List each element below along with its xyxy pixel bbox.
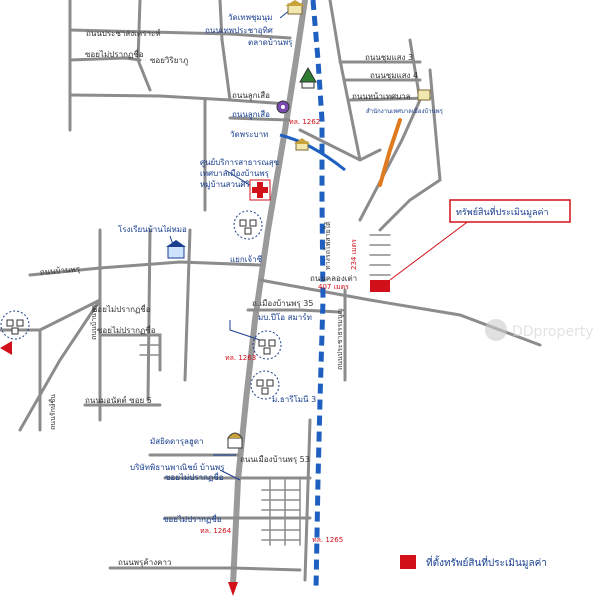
label-luk-suea-2: ถนนลูกเสือ xyxy=(232,110,270,120)
temple-icon xyxy=(276,100,290,114)
place-labels: วัดเทพชุมนุม ถนนเทพประชาอุทิศ ตลาดบ้านพร… xyxy=(118,13,444,472)
label-mon-soi-5: ถนนมอนัตต์ ซอย 5 xyxy=(85,395,152,405)
place-company: บริษัทพิธานพาณิชย์ บ้านพรุ xyxy=(130,462,225,472)
label-muang-53: ถนนเมืองบ้านพรุ 53 xyxy=(240,455,310,464)
road-vertical-mid xyxy=(146,228,152,402)
label-1265: ทล. 1265 xyxy=(312,536,343,544)
road-labels: ถนนประชาสงเคราะห์ ซอยไม่ปรากฏชื่อ ซอยวิร… xyxy=(39,28,418,567)
place-school: โรงเรียนบ้านไผ่หมอ xyxy=(118,224,187,234)
label-soi-top: ซอยไม่ปรากฏชื่อ xyxy=(85,48,144,59)
railway-line xyxy=(310,0,326,591)
market-icon xyxy=(299,66,317,89)
arrow-left-icon xyxy=(0,341,12,355)
houses-icon xyxy=(0,310,30,340)
road-ban-phru xyxy=(28,260,262,277)
temple-icon xyxy=(285,0,305,15)
watermark-text: DDproperty xyxy=(512,324,594,340)
legend-label: ที่ตั้งทรัพย์สินที่ประเมินมูลค่า xyxy=(426,555,547,569)
label-soi-mid: ซอยไม่ปรากฏชื่อ xyxy=(97,324,156,335)
road-muang-35 xyxy=(246,308,342,314)
callout-line xyxy=(389,219,471,281)
road-vertical-3 xyxy=(218,0,232,102)
place-village-suan-sri: หมู่บ้านสวนศิริ xyxy=(200,180,251,190)
label-1262: ทล. 1262 xyxy=(289,118,320,126)
road-left-curve xyxy=(0,298,102,332)
place-wat-thep: วัดเทพชุมนุม xyxy=(228,13,272,22)
mosque-icon xyxy=(227,432,243,449)
label-wiriyaphu: ซอยวิริยาภู xyxy=(150,56,188,66)
place-m-thani: ม.ธารีโมนี 3 xyxy=(272,394,316,404)
label-rak-chuen: ถนนรักษ์ชื่น xyxy=(48,394,57,430)
road-orange xyxy=(378,118,402,187)
road-east-1 xyxy=(328,0,362,162)
place-health-center-2: เทศบาลเมืองบ้านพรุ xyxy=(200,169,270,178)
temple-icon xyxy=(294,138,310,151)
label-soi-mid2: ซอยไม่ปรากฏชื่อ xyxy=(92,303,151,314)
callout-box xyxy=(449,199,571,223)
arrow-down-icon xyxy=(228,582,238,596)
place-masjid: มัสยิดดารุลฮูดา xyxy=(150,437,204,447)
road-diagonal-left xyxy=(18,298,102,432)
label-234: 234 เมตร xyxy=(350,239,358,270)
main-road-kanchanawanit xyxy=(230,0,308,588)
place-health-center: ศูนย์บริการสาธารณสุข xyxy=(200,157,279,168)
label-khlong-tao: ถนนคลองเต่า xyxy=(310,274,357,283)
road-east-3 xyxy=(378,68,442,232)
label-soi-low: ซอยไม่ปรากฏชื่อ xyxy=(165,471,224,482)
road-east-2 xyxy=(358,38,422,222)
property-marker xyxy=(370,280,390,292)
place-office: สำนักงานเทศบาลเมืองบ้านพรุ xyxy=(366,107,444,115)
road-upper-luk-suea xyxy=(228,116,291,122)
road-vertical-left xyxy=(183,228,192,382)
road-luk-suea xyxy=(68,93,290,106)
curved-road-blue xyxy=(279,133,346,172)
label-chumsaeng-4: ถนนชุมแสง 4 xyxy=(370,71,418,80)
legend: ที่ตั้งทรัพย์สินที่ประเมินมูลค่า xyxy=(400,555,547,569)
road-network xyxy=(0,0,542,588)
label-ban-phru-vertical: ถนนบ้านพรุ xyxy=(90,304,98,340)
houses-icon xyxy=(252,330,282,360)
label-phru-khang-khao: ถนนพรุค้างคาว xyxy=(118,558,171,567)
school-icon xyxy=(166,240,186,259)
watermark: DDproperty xyxy=(485,319,594,341)
hospital-cross-icon xyxy=(249,179,271,201)
place-hua-chua: แยกเจ้าชี xyxy=(230,255,263,264)
label-soi-low2: ซอยไม่ปรากฏชื่อ xyxy=(163,513,222,524)
road-vertical-2 xyxy=(136,0,152,92)
label-rail: ทางรถไฟสายใต้ xyxy=(323,221,332,270)
road-soi-top xyxy=(68,56,142,62)
road-na-thetsaban xyxy=(348,96,432,102)
label-muang-35: ถ.เมืองบ้านพรุ 35 xyxy=(252,299,313,308)
road-soi-mid xyxy=(98,333,162,372)
legend-swatch xyxy=(400,555,416,569)
callout-label: ทรัพย์สินที่ประเมินมูลค่า xyxy=(456,205,549,218)
place-ban-phru-4: มบ.ปีโอ สมาร์ท xyxy=(258,312,312,322)
road-phru-khang-khao xyxy=(108,566,302,572)
road-south-vertical xyxy=(303,418,312,582)
houses-icon xyxy=(233,210,263,240)
label-luk-suea: ถนนลูกเสือ xyxy=(232,91,270,101)
place-talat: ตลาดบ้านพรุ xyxy=(248,38,293,47)
label-na-thetsaban: ถนนหน้าเทศบาล xyxy=(352,92,411,101)
place-wat-phra-bat: วัดพระบาท xyxy=(230,130,268,139)
road-prachasamakkhi xyxy=(68,28,292,40)
label-chumsaeng-3: ถนนชุมแสง 3 xyxy=(365,53,413,62)
label-407: 407 เมตร xyxy=(318,283,349,291)
road-east-curve xyxy=(298,128,382,162)
label-1264: ทล. 1264 xyxy=(200,527,232,535)
housing-grid xyxy=(139,234,391,546)
label-ban-phru: ถนนบ้านพรุ xyxy=(39,264,81,277)
label-prachasamakkhi: ถนนประชาสงเคราะห์ xyxy=(86,28,161,38)
temple-icon xyxy=(417,89,431,101)
place-wat-thep-road: ถนนเทพประชาอุทิศ xyxy=(205,26,273,35)
label-1263: ทล. 1263 xyxy=(225,354,256,362)
label-samnak: ถนนประชาธรรมนูญ xyxy=(336,308,344,370)
houses-icon xyxy=(250,370,280,400)
